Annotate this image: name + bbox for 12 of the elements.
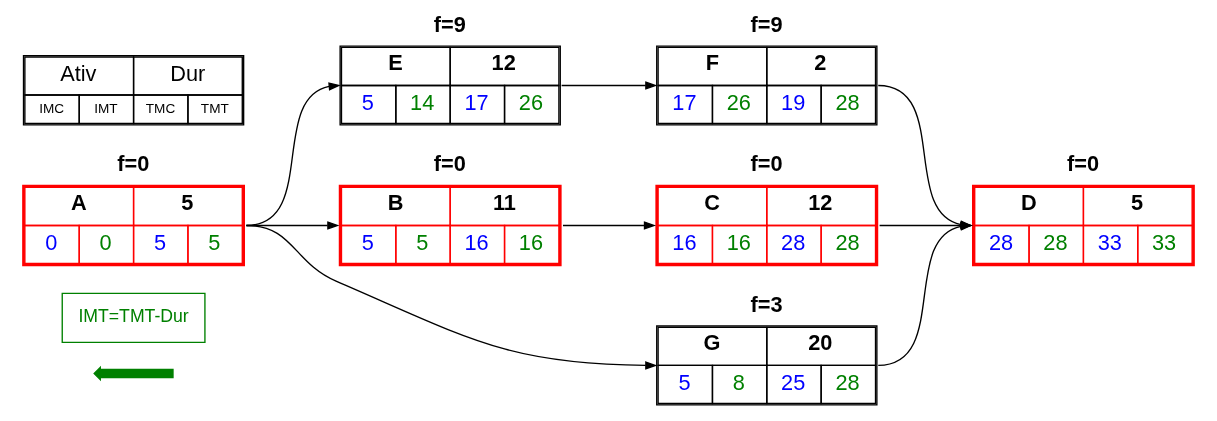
node-label: f=0 <box>1067 150 1100 176</box>
arrow <box>560 81 658 90</box>
node-label: f=0 <box>750 150 783 176</box>
node-label: f=3 <box>750 292 783 318</box>
node-label: f=0 <box>433 150 466 176</box>
node-box: IMT=TMT-Dur <box>61 292 206 343</box>
arrow <box>562 221 657 230</box>
node-label: f=9 <box>433 12 466 38</box>
arrow <box>245 224 658 370</box>
node-label: f=0 <box>117 150 150 176</box>
node-label: f=9 <box>750 12 783 38</box>
node-arrow <box>93 365 174 382</box>
